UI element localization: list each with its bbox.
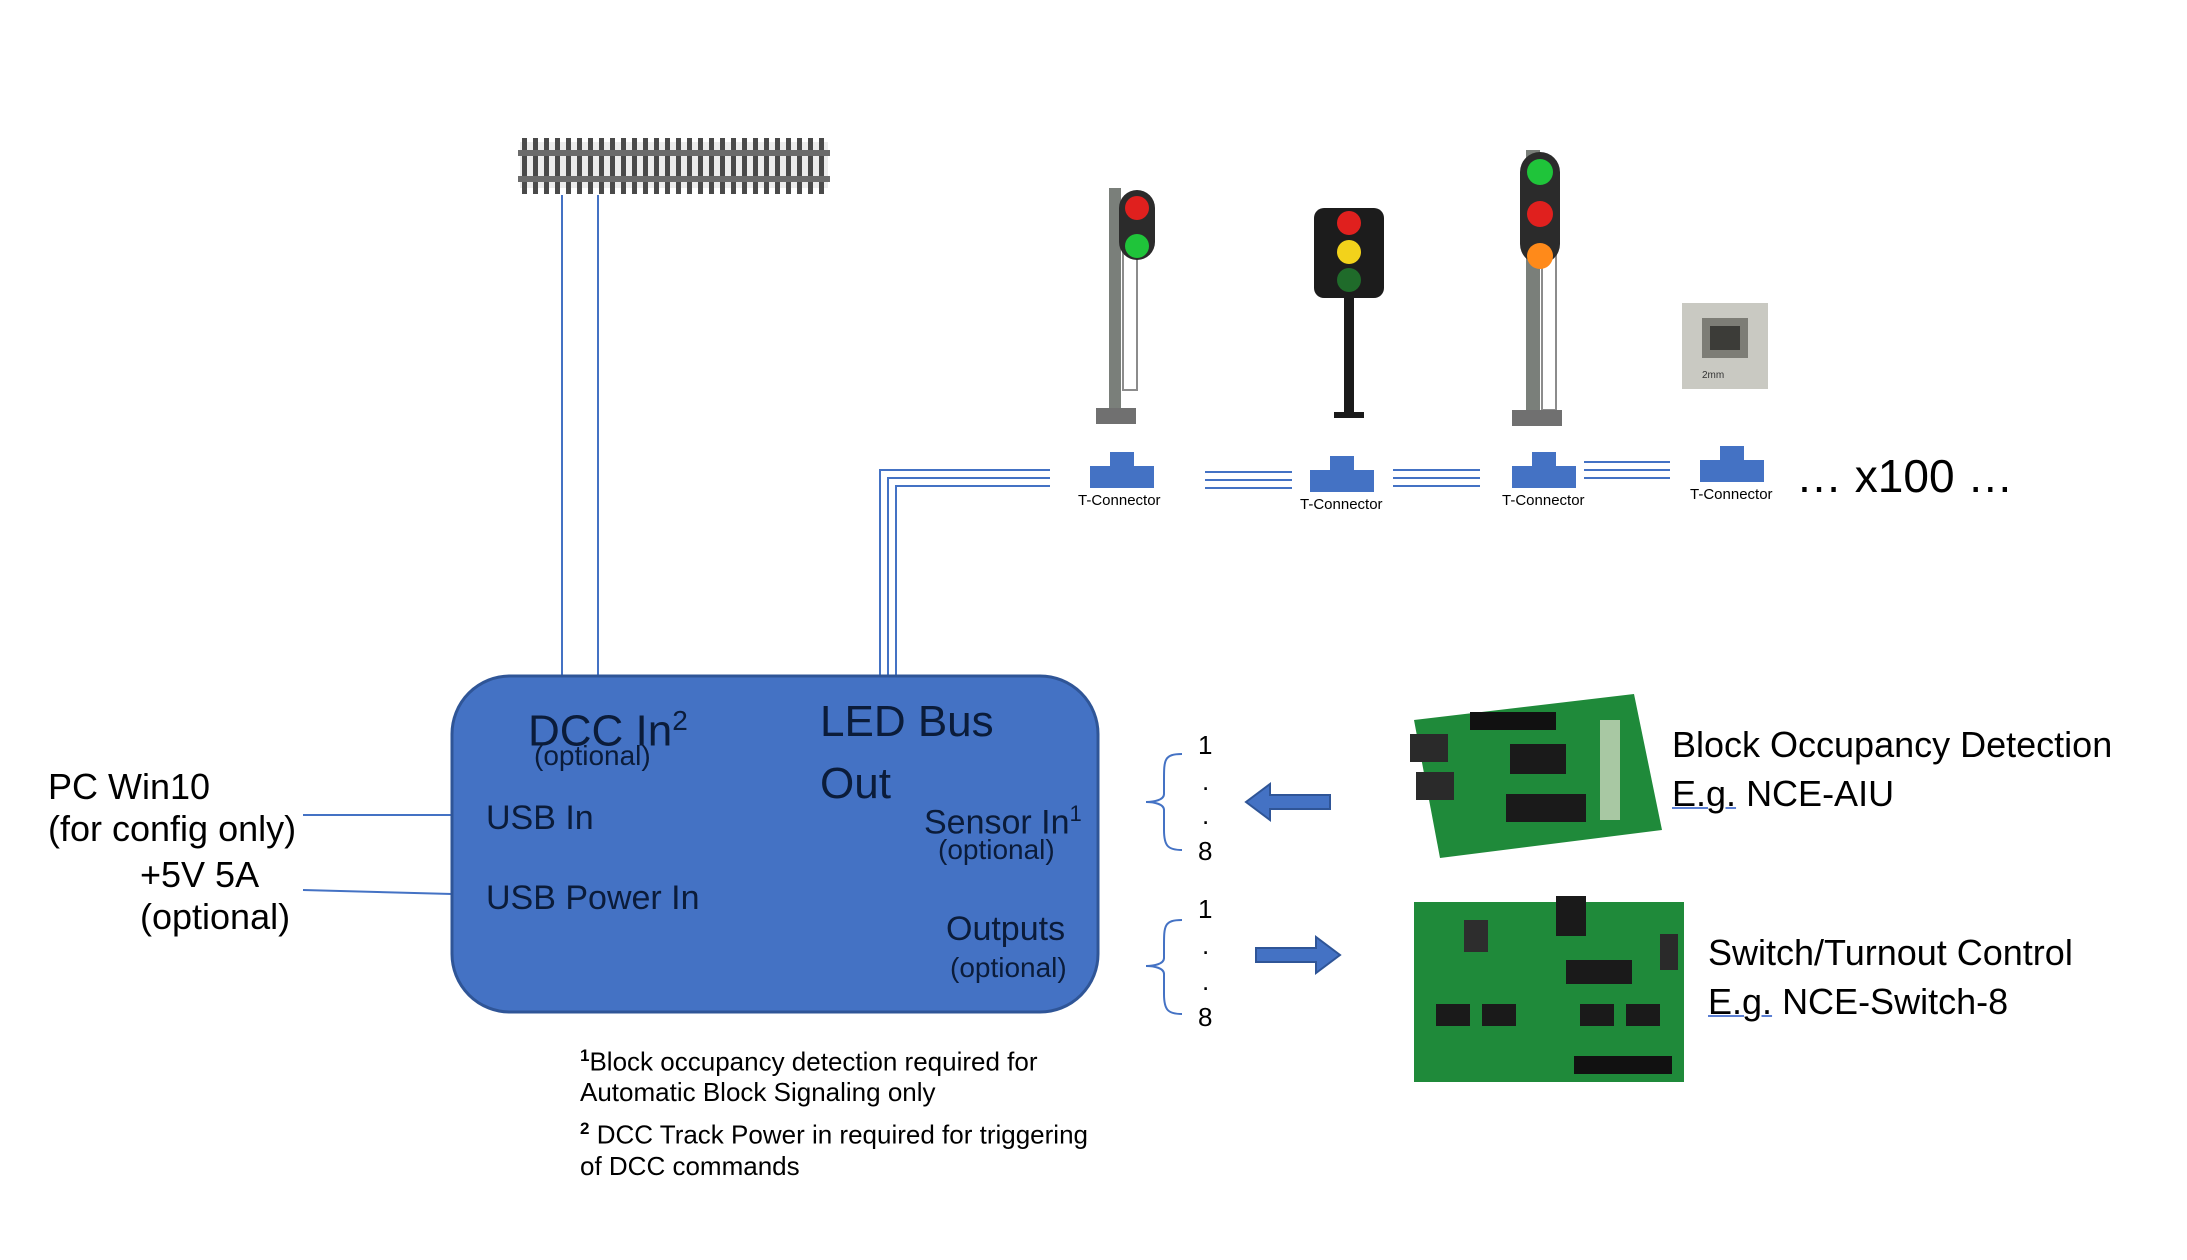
track-tie: [665, 138, 670, 194]
signal-two-aspect: [1096, 188, 1155, 424]
signal-three-aspect: [1512, 150, 1562, 426]
dcc-track-wires: [561, 195, 599, 676]
usb-in-label: USB In: [486, 799, 594, 837]
block-detection-example: E.g. NCE-AIU: [1672, 774, 1894, 814]
led-chip: [1682, 303, 1768, 389]
sensor-range-dot1: .: [1202, 766, 1210, 796]
track-tie: [698, 138, 703, 194]
outputs-range-start: 1: [1198, 894, 1213, 924]
track-tie: [764, 138, 769, 194]
sensor-range-end: 8: [1198, 836, 1213, 866]
track-tie: [588, 138, 593, 194]
sensor-range-start: 1: [1198, 730, 1213, 760]
track-tie: [522, 138, 527, 194]
t-connector-label-4: T-Connector: [1690, 486, 1773, 503]
t-connector-3: [1512, 452, 1576, 488]
outputs-brace: [1145, 919, 1183, 1015]
block-detection-board: [1410, 694, 1662, 858]
track-tie: [566, 138, 571, 194]
track-tie: [676, 138, 681, 194]
pc-label-line1: PC Win10: [48, 766, 211, 807]
signal-traffic-light: [1314, 208, 1384, 418]
track-tie: [753, 138, 758, 194]
led-bus-segments: [1205, 461, 1670, 489]
track-tie: [621, 138, 626, 194]
usb-wires: [302, 814, 453, 895]
t-connector-2: [1310, 456, 1374, 492]
block-detection-title: Block Occupancy Detection: [1672, 724, 2113, 765]
block-detection-example-prefix: E.g.: [1672, 773, 1737, 814]
track-tie: [632, 138, 637, 194]
usb-power-in-label: USB Power In: [486, 879, 700, 917]
track-piece: [518, 138, 830, 194]
footnote-2-sup: 2: [580, 1119, 590, 1138]
track-tie: [742, 138, 747, 194]
track-tie: [720, 138, 725, 194]
dcc-in-note: (optional): [534, 740, 651, 771]
power-label-line2: (optional): [140, 896, 291, 937]
footnote-2-line1: 2 DCC Track Power in required for trigge…: [580, 1119, 1088, 1150]
led-bus-label-line2: Out: [820, 759, 891, 808]
track-tie: [819, 138, 824, 194]
led-bus-wire: [879, 469, 1050, 676]
outputs-range-end: 8: [1198, 1002, 1213, 1032]
block-detection-example-name: NCE-AIU: [1746, 773, 1895, 814]
sensor-arrow: [1244, 782, 1331, 822]
track-tie: [775, 138, 780, 194]
track-tie: [577, 138, 582, 194]
track-tie: [555, 138, 560, 194]
footnote-1-line2: Automatic Block Signaling only: [580, 1077, 936, 1107]
track-tie: [808, 138, 813, 194]
sensor-range-dot2: .: [1202, 800, 1210, 830]
outputs-arrow: [1255, 935, 1342, 975]
footnote-1-line1: 1Block occupancy detection required for: [580, 1046, 1038, 1077]
track-tie: [643, 138, 648, 194]
power-label-line1: +5V 5A: [140, 854, 260, 895]
track-tie: [610, 138, 615, 194]
sensor-in-label: Sensor In1: [924, 801, 1082, 842]
sensor-in-note: (optional): [938, 834, 1055, 865]
track-tie: [709, 138, 714, 194]
t-connector-label-3: T-Connector: [1502, 492, 1585, 509]
outputs-label: Outputs: [946, 910, 1066, 948]
footnote-2-line2: of DCC commands: [580, 1151, 800, 1181]
switch-control-example: E.g. NCE-Switch-8: [1708, 982, 2008, 1022]
track-tie: [797, 138, 802, 194]
t-connector-label-2: T-Connector: [1300, 496, 1383, 513]
led-bus-label-line1: LED Bus: [820, 697, 994, 746]
track-tie: [599, 138, 604, 194]
outputs-range-dot2: .: [1202, 966, 1210, 996]
t-connector-1: [1090, 452, 1154, 488]
outputs-range-dot1: .: [1202, 930, 1210, 960]
pc-label-line2: (for config only): [48, 808, 297, 849]
switch-control-example-name: NCE-Switch-8: [1782, 981, 2009, 1022]
t-connector-4: [1700, 446, 1764, 482]
track-tie: [544, 138, 549, 194]
sensor-brace: [1145, 753, 1183, 851]
outputs-note: (optional): [950, 952, 1067, 983]
led-chip-label: 2mm: [1702, 370, 1725, 381]
track-tie: [731, 138, 736, 194]
switch-control-board: [1414, 896, 1684, 1082]
led-count-label: … x100 …: [1796, 450, 2014, 502]
sensor-in-sup: 1: [1069, 801, 1082, 826]
controller-box: [450, 674, 1100, 1014]
switch-control-title: Switch/Turnout Control: [1708, 932, 2073, 973]
switch-control-example-prefix: E.g.: [1708, 981, 1773, 1022]
track-tie: [533, 138, 538, 194]
track-tie: [786, 138, 791, 194]
t-connector-label-1: T-Connector: [1078, 492, 1161, 509]
track-tie: [654, 138, 659, 194]
track-tie: [687, 138, 692, 194]
dcc-in-sup: 2: [672, 705, 688, 736]
footnote-1-sup: 1: [580, 1046, 590, 1065]
dcc-in-label: DCC In2: [528, 705, 688, 756]
